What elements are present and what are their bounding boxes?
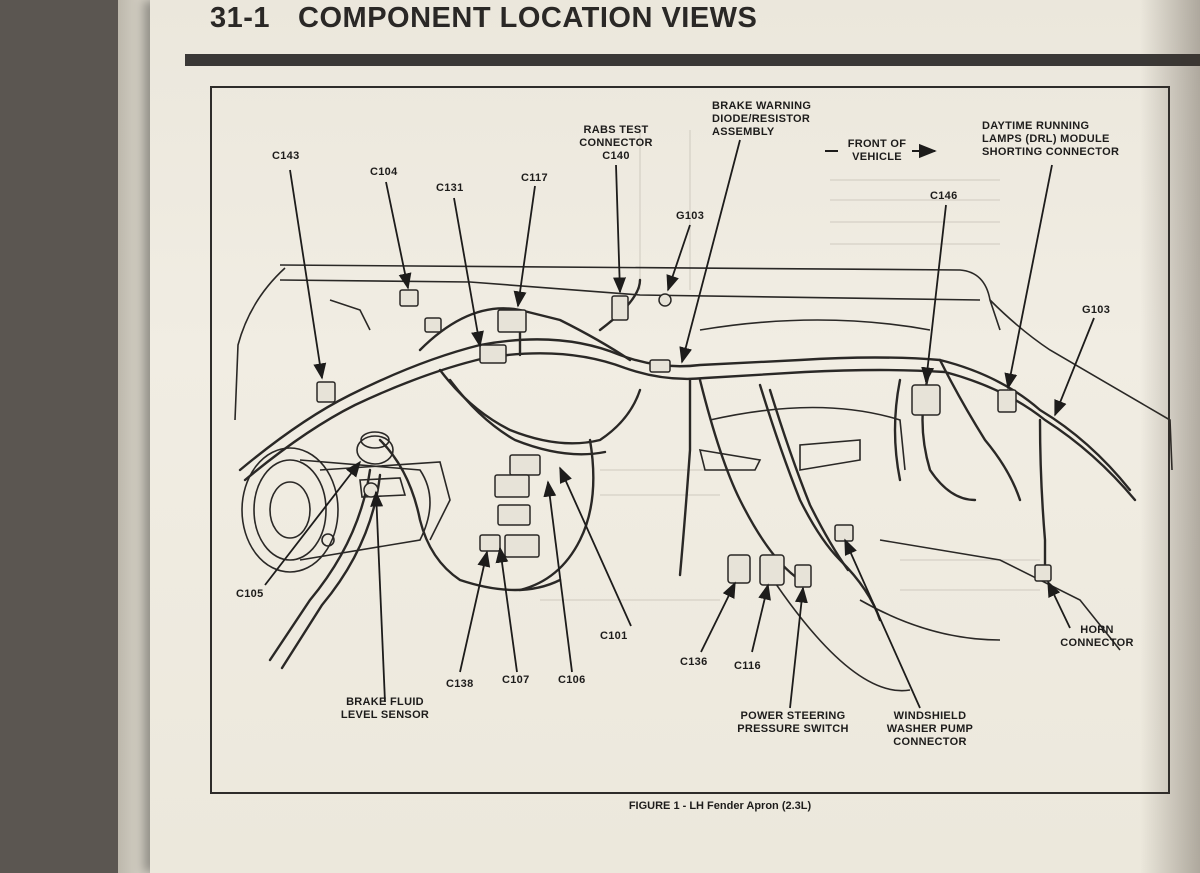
label-power-steering-pressure-switch: POWER STEERING PRESSURE SWITCH [737,710,849,735]
label-c107: C107 [502,674,530,686]
brake-master-cylinder [241,431,451,573]
label-brake-warning-diode: BRAKE WARNING DIODE/RESISTOR ASSEMBLY [712,100,812,138]
label-brake-fluid-level-sensor: BRAKE FLUID LEVEL SENSOR [340,696,430,721]
figure-caption: FIGURE 1 - LH Fender Apron (2.3L) [628,800,812,812]
label-g103-upper: G103 [676,210,705,222]
label-rabs-test-connector: RABS TEST CONNECTOR C140 [579,124,653,162]
label-windshield-washer-pump-connector: WINDSHIELD WASHER PUMP CONNECTOR [886,710,974,748]
label-c105: C105 [236,588,264,600]
fender-apron-outline [234,264,1173,692]
label-drl-shorting-connector: DAYTIME RUNNING LAMPS (DRL) MODULE SHORT… [982,120,1120,158]
bleed-through-lines [540,130,1040,601]
section-title: COMPONENT LOCATION VIEWS [298,2,758,34]
header-rule [185,54,1200,66]
label-g103-right: G103 [1082,304,1111,316]
section-number: 31-1 [210,2,271,34]
label-c106: C106 [558,674,586,686]
connector-blocks [316,289,1052,588]
figure-frame [210,86,1170,794]
label-c101: C101 [600,630,628,642]
label-horn-connector: HORN CONNECTOR [1060,624,1134,649]
label-c116: C116 [734,660,761,672]
label-c117: C117 [521,172,548,184]
label-c136: C136 [680,656,708,668]
manual-page [150,0,1200,873]
label-c138: C138 [446,678,474,690]
label-c146: C146 [930,190,958,202]
label-c104: C104 [370,166,398,178]
label-c131: C131 [436,182,464,194]
leader-lines [264,139,1095,709]
section-header: 31-1 COMPONENT LOCATION VIEWS [210,2,757,35]
label-c143: C143 [272,150,300,162]
label-front-of-vehicle: FRONT OF VEHICLE [847,138,907,163]
